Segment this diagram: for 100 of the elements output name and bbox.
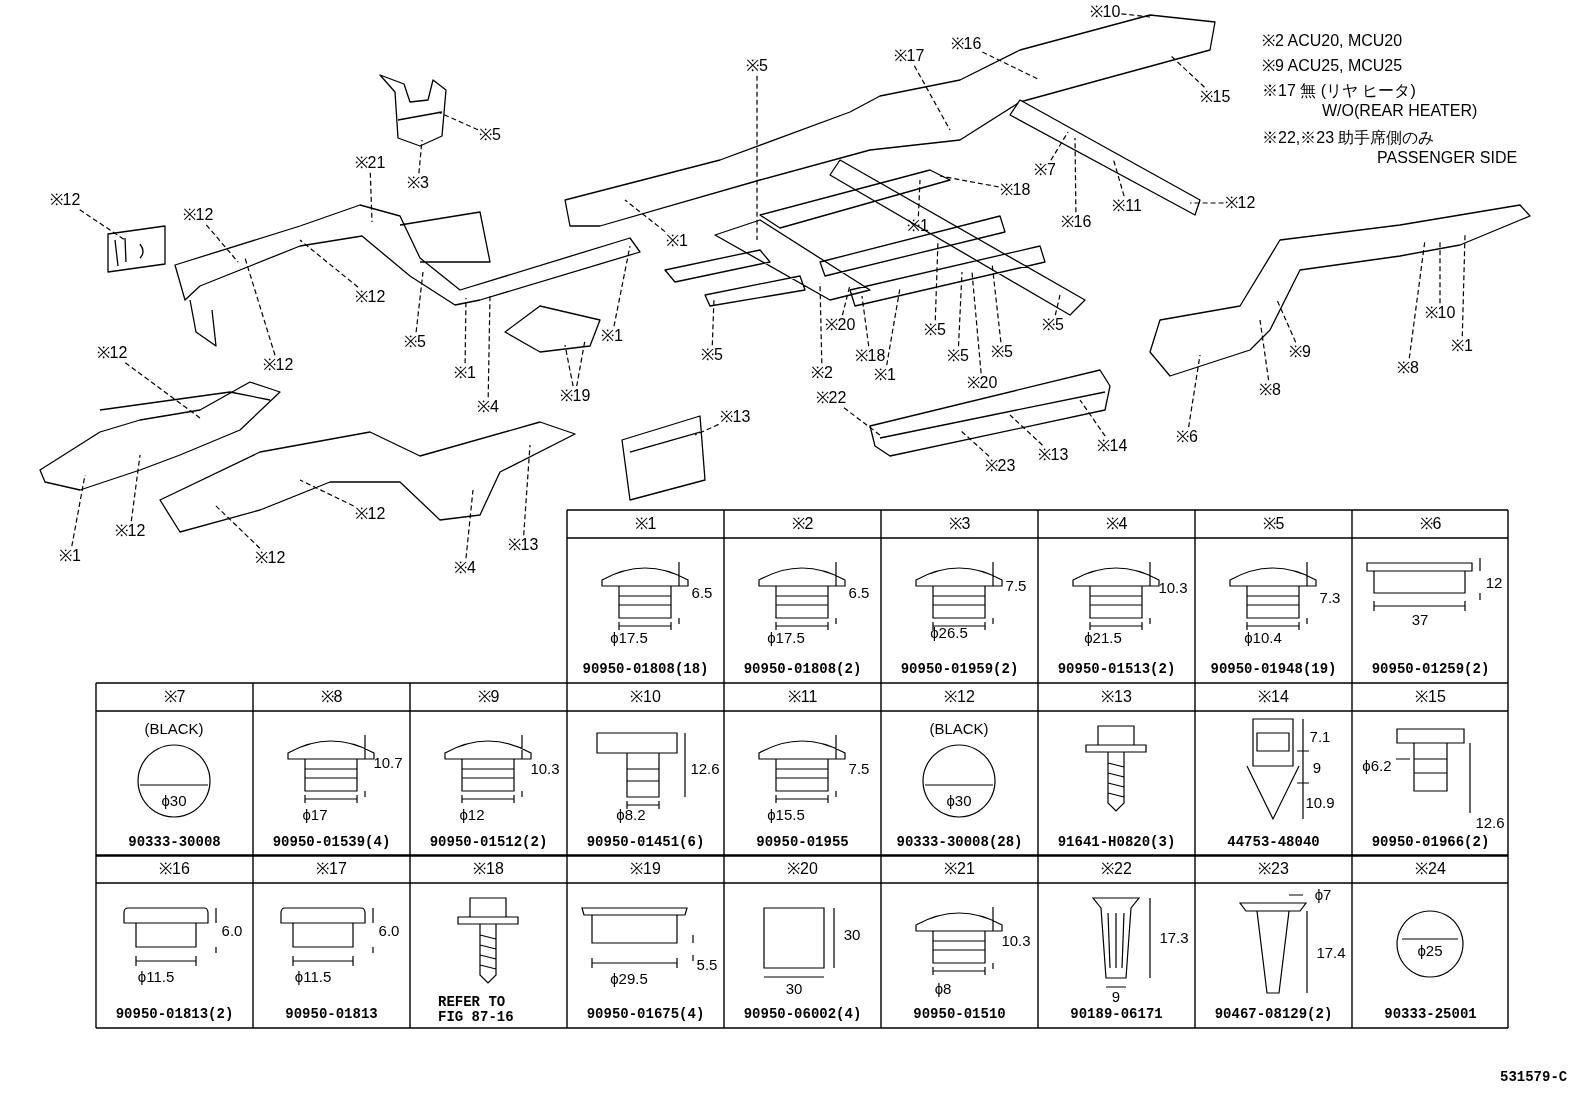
leader-line [1276,299,1297,343]
callout-number: ※12 [114,522,146,540]
callout-number: ※19 [559,387,591,405]
callout-number: ※5 [991,343,1013,361]
part-number: 90950-01948(19) [1210,662,1337,678]
leader-line [841,284,851,316]
table-header: ※20 [787,860,818,878]
note-text: ※9 ACU25, MCU25 [1262,57,1403,75]
leader-line [437,111,479,131]
callout-number: ※12 [354,505,386,523]
leader-line [130,454,141,522]
callout-number: ※12 [182,206,214,224]
dimension-text: ϕ25 [1417,942,1443,960]
callout-number: ※12 [262,356,294,374]
dimension-text: ϕ17.5 [610,629,648,647]
note-text: ※2 ACU20, MCU20 [1262,32,1403,50]
leader-line [1439,239,1441,304]
leader-line [71,474,86,547]
table-header: ※14 [1258,688,1289,706]
callout-number: ※5 [701,346,723,364]
dimension-text: ϕ17 [302,806,328,824]
leader-line [418,139,423,174]
table-header: ※5 [1262,515,1285,533]
dimension-text: 17.4 [1316,944,1346,962]
leader-line [694,423,720,436]
dimension-text: 10.3 [530,760,560,778]
callout-number: ※1 [666,232,688,250]
dimension-text: ϕ8.2 [616,806,646,824]
dimension-text: 10.9 [1305,794,1335,812]
table-header: ※11 [787,688,818,706]
leader-line [613,245,631,327]
leader-line [244,257,276,356]
dimension-text: 37 [1411,611,1429,629]
leader-line [913,65,951,131]
leader-line [1079,399,1106,437]
leader-line [205,224,239,263]
dimension-text: ϕ26.5 [930,624,968,642]
callout-number: ※18 [854,347,886,365]
dimension-text: 9 [1312,759,1322,777]
bracket-drawing [504,305,601,353]
leader-line [886,287,901,366]
part-number: 90950-01513(2) [1057,662,1176,678]
table-header: ※16 [159,860,190,878]
table-header: ※23 [1258,860,1289,878]
plate-drawing [107,225,166,273]
dimension-text: (BLACK) [929,720,989,738]
dimension-text: 6.5 [691,584,713,602]
callout-number: ※22 [815,389,847,407]
leader-line [415,271,424,333]
table-header: ※21 [944,860,975,878]
leader-line [1120,13,1151,18]
part-number: 90950-01510 [913,1007,1006,1023]
leader-line [299,239,359,288]
table-header: ※6 [1419,515,1442,533]
dimension-text: ϕ17.5 [767,629,805,647]
dimension-text: ϕ12 [459,806,485,824]
dimension-text: 9 [1111,988,1121,1006]
callout-number: ※13 [507,536,539,554]
leader-line [624,199,666,233]
leader-line [299,479,355,507]
part-number: 90950-01955 [756,835,849,851]
callout-number: ※12 [354,288,386,306]
callout-number: ※17 [893,47,925,65]
leader-line [1189,202,1225,204]
leader-line [576,339,586,387]
callout-number: ※23 [984,457,1016,475]
dimension-text: 10.3 [1001,932,1031,950]
callout-number: ※16 [1060,213,1092,231]
leader-line [861,295,870,347]
part-number: 90950-01675(4) [586,1007,705,1023]
part-number: 90950-01813(2) [115,1007,234,1023]
dimension-text: ϕ29.5 [610,970,648,988]
note-text: W/O(REAR HEATER) [1322,102,1478,120]
dimension-text: 10.7 [373,754,403,772]
leader-line [79,209,126,241]
table-header: ※1 [634,515,657,533]
dimension-text: 6.5 [848,584,870,602]
part-number: 90333-30008 [128,835,221,851]
part-number: 90467-08129(2) [1214,1007,1333,1023]
callout-number: ※20 [966,374,998,392]
cross-member-drawing [664,99,1201,316]
callout-number: ※12 [96,344,128,362]
bracket-drawing [379,74,447,147]
leader-line [564,344,574,387]
callout-number: ※16 [950,35,982,53]
leader-line [464,297,467,364]
leader-line [523,444,531,536]
note-text: PASSENGER SIDE [1377,149,1518,167]
callout-number: ※13 [1037,446,1069,464]
table-header: ※22 [1101,860,1132,878]
callout-number: ※7 [1034,161,1056,179]
leader-line [214,504,261,549]
part-number: 90950-01451(6) [586,835,705,851]
callout-number: ※21 [354,154,386,172]
frame-rail-drawing [39,381,281,491]
leader-line [971,271,982,374]
part-number: 90950-01259(2) [1371,662,1490,678]
note-text: REFER TO FIG 87-16 [438,995,515,1026]
callout-number: ※14 [1096,437,1128,455]
dimension-text: 10.3 [1158,579,1188,597]
